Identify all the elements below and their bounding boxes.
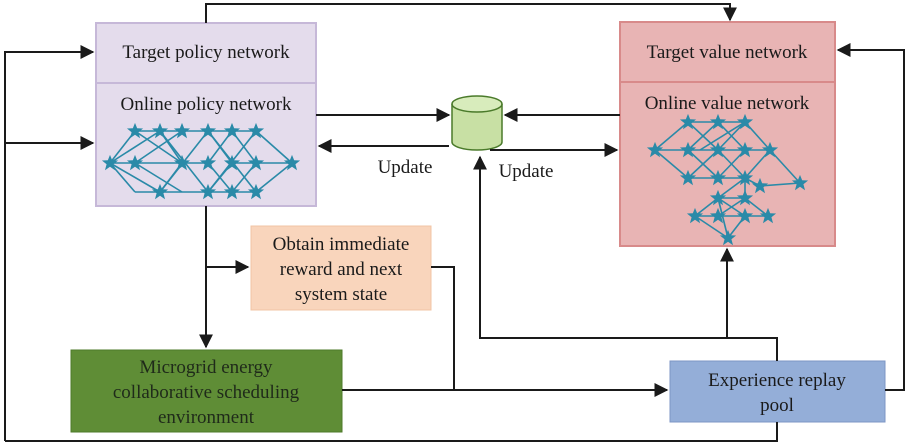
connectors	[4, 3, 905, 442]
target-policy-network-label: Target policy network	[122, 42, 290, 63]
cylinder-icon	[451, 95, 503, 151]
reward-box-line-2: reward and next	[280, 259, 403, 280]
to-target-policy-arrow	[4, 45, 95, 356]
online-value-network-box	[619, 81, 836, 247]
replay-pool-box: Experience replay pool	[669, 360, 886, 423]
environment-box: Microgrid energy collaborative schedulin…	[70, 349, 343, 433]
online-policy-network-label: Online policy network	[121, 94, 292, 115]
environment-box-line-2: collaborative scheduling	[113, 382, 300, 403]
policy-network-graph	[101, 122, 301, 200]
replay-pool-line-1: Experience replay	[708, 370, 846, 391]
target-policy-network-box	[95, 22, 317, 84]
replay-to-memory-arrow	[473, 155, 778, 361]
online-value-network-label: Online value network	[645, 93, 810, 114]
replay-pool-line-2: pool	[760, 395, 794, 416]
target-value-network-label: Target value network	[647, 42, 808, 63]
reward-down-line	[431, 266, 455, 390]
value-network-group: Target value network Online value networ…	[619, 21, 836, 247]
policy-network-group: Target policy network Online policy netw…	[95, 22, 317, 207]
replay-to-target-value-arrow	[836, 43, 905, 391]
online-policy-network-box	[95, 82, 317, 207]
reward-box-line-1: Obtain immediate	[273, 234, 410, 255]
policy-to-value-arrow	[205, 3, 737, 23]
bottom-loop-line	[5, 422, 778, 442]
environment-box-line-3: environment	[158, 407, 255, 428]
update-label-left: Update	[378, 157, 433, 178]
value-network-graph	[646, 113, 809, 246]
environment-box-line-1: Microgrid energy	[139, 357, 273, 378]
reward-box-line-3: system state	[295, 284, 387, 305]
reward-box: Obtain immediate reward and next system …	[250, 225, 432, 311]
update-label-right: Update	[499, 161, 554, 182]
